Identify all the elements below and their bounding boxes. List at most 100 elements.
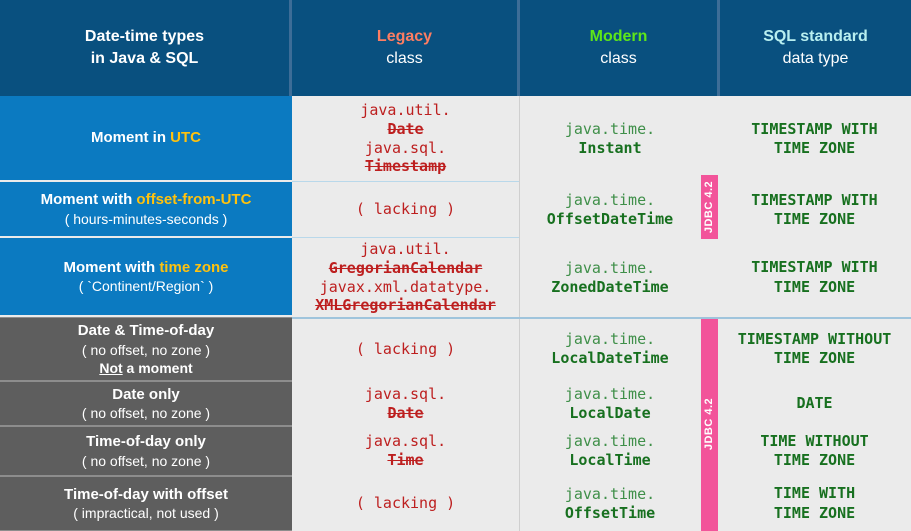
row-label-title: Moment in UTC [91, 128, 201, 148]
table-header-row: Date-time types in Java & SQL Legacy cla… [0, 0, 911, 96]
modern-class: LocalTime [569, 451, 651, 469]
row-label-title: Date & Time-of-day [77, 322, 215, 340]
legacy-package: java.util. [360, 101, 451, 119]
legacy-cell-time-offset: ( lacking ) [292, 476, 519, 531]
modern-cell-time-offset: java.time. OffsetTime [520, 476, 700, 531]
modern-cell-moment-offset: java.time. OffsetDateTime [520, 182, 700, 238]
row-label-sub: ( no offset, no zone ) [81, 341, 211, 358]
sql-type: TIMESTAMP WITH TIME ZONE [751, 258, 878, 296]
modern-package: java.time. [564, 258, 656, 277]
modern-class: OffsetDateTime [546, 210, 674, 228]
sql-type: TIME WITH TIME ZONE [773, 484, 856, 522]
header-modern-sub: class [600, 50, 637, 67]
sql-type: TIMESTAMP WITH TIME ZONE [751, 119, 878, 158]
row-label-highlight: offset-from-UTC [136, 191, 252, 209]
legacy-cell-time-only: java.sql. Time [292, 426, 519, 476]
modern-cell-moment-zone: java.time. ZonedDateTime [520, 238, 700, 317]
row-label-date-only: Date only ( no offset, no zone ) [0, 381, 292, 426]
header-sql-title: SQL standard [763, 28, 868, 46]
row-label-not-a-moment: Not a moment [99, 359, 192, 377]
jdbc-badge-upper: JDBC 4.2 [701, 175, 718, 239]
legacy-lacking: ( lacking ) [355, 339, 456, 358]
modern-package: java.time. [564, 330, 656, 349]
jdbc-badge-lower: JDBC 4.2 [701, 317, 718, 531]
header-modern-title: Modern [589, 28, 648, 46]
modern-cell-datetime: java.time. LocalDateTime [520, 317, 700, 381]
modern-cell-date-only: java.time. LocalDate [520, 381, 700, 426]
row-label-title: Moment with time zone [63, 258, 228, 278]
modern-class: Instant [578, 139, 642, 157]
header-cell-sql: SQL standard data type [720, 0, 911, 96]
group-divider [292, 317, 911, 319]
row-label-main: Moment in [91, 129, 171, 147]
row-label-highlight: time zone [159, 258, 229, 276]
legacy-cell-date-only: java.sql. Date [292, 381, 519, 426]
modern-cell-moment-utc: java.time. Instant [520, 96, 700, 182]
row-label-moment-zone: Moment with time zone ( `Continent/Regio… [0, 238, 292, 317]
modern-class: OffsetTime [564, 503, 656, 522]
row-label-sub: ( no offset, no zone ) [81, 452, 211, 469]
sql-cell-datetime: TIMESTAMP WITHOUT TIME ZONE [718, 317, 911, 381]
row-label-time-offset: Time-of-day with offset ( impractical, n… [0, 476, 292, 531]
jdbc-badge-upper-label: JDBC 4.2 [703, 180, 716, 234]
modern-class: LocalDateTime [551, 349, 669, 367]
sql-type: TIMESTAMP WITHOUT TIME ZONE [737, 329, 892, 368]
header-topic-line1: Date-time types [84, 28, 205, 46]
row-label-title: Time-of-day only [86, 433, 206, 451]
modern-package: java.time. [564, 120, 656, 139]
header-cell-topic: Date-time types in Java & SQL [0, 0, 292, 96]
header-sql-sub: data type [782, 50, 849, 67]
row-label-datetime: Date & Time-of-day ( no offset, no zone … [0, 317, 292, 381]
row-label-highlight: UTC [170, 129, 201, 147]
legacy-cell-moment-zone: java.util. GregorianCalendar javax.xml.d… [292, 238, 519, 317]
modern-class: ZonedDateTime [551, 277, 669, 296]
sql-cell-moment-utc: TIMESTAMP WITH TIME ZONE [718, 96, 911, 182]
legacy-class: Timestamp [364, 157, 447, 176]
modern-package: java.time. [564, 484, 656, 503]
legacy-package: javax.xml.datatype. [319, 277, 492, 296]
sql-cell-moment-zone: TIMESTAMP WITH TIME ZONE [718, 238, 911, 317]
legacy-class: Time [387, 451, 424, 469]
legacy-class: XMLGregorianCalendar [315, 296, 496, 315]
modern-package: java.time. [564, 384, 656, 403]
sql-type: TIME WITHOUT TIME ZONE [760, 431, 869, 470]
modern-class: LocalDate [569, 403, 651, 422]
sql-cell-date-only: DATE [718, 381, 911, 426]
legacy-cell-moment-offset: ( lacking ) [292, 182, 519, 238]
sql-type: DATE [796, 393, 833, 412]
sql-type: TIMESTAMP WITH TIME ZONE [751, 190, 878, 229]
row-label-main: Moment with [40, 191, 137, 209]
sql-standard-column: TIMESTAMP WITH TIME ZONE TIMESTAMP WITH … [718, 96, 911, 531]
row-label-sub: ( `Continent/Region` ) [78, 278, 214, 295]
row-label-not: Not [99, 359, 123, 376]
header-cell-legacy: Legacy class [292, 0, 520, 96]
table-body: Moment in UTC Moment with offset-from-UT… [0, 96, 911, 531]
legacy-class-column: java.util. Date java.sql. Timestamp ( la… [292, 96, 520, 531]
header-legacy-sub: class [386, 50, 423, 67]
row-label-title: Time-of-day with offset [64, 485, 228, 503]
legacy-lacking: ( lacking ) [355, 200, 456, 219]
row-label-sub: ( impractical, not used ) [73, 505, 219, 522]
legacy-package: java.sql. [364, 432, 447, 451]
header-cell-modern: Modern class [520, 0, 720, 96]
row-label-sub: ( hours-minutes-seconds ) [64, 210, 228, 227]
modern-class-column: java.time. Instant java.time. OffsetDate… [520, 96, 700, 531]
header-legacy-title: Legacy [376, 28, 433, 46]
row-label-time-only: Time-of-day only ( no offset, no zone ) [0, 426, 292, 476]
legacy-class: Date [387, 403, 424, 422]
modern-cell-time-only: java.time. LocalTime [520, 426, 700, 476]
legacy-package: java.sql. [364, 384, 447, 403]
row-label-a-moment: a moment [122, 359, 193, 376]
jdbc-badge-lower-label: JDBC 4.2 [703, 397, 716, 451]
legacy-class: GregorianCalendar [328, 258, 483, 277]
category-label-column: Moment in UTC Moment with offset-from-UT… [0, 96, 292, 531]
row-label-moment-utc: Moment in UTC [0, 96, 292, 182]
legacy-class: Date [387, 119, 424, 138]
modern-package: java.time. [564, 191, 656, 210]
row-label-title: Date only [112, 385, 180, 403]
row-label-title: Moment with offset-from-UTC [41, 190, 252, 210]
legacy-cell-datetime: ( lacking ) [292, 317, 519, 381]
modern-package: java.time. [564, 432, 656, 451]
row-label-moment-offset: Moment with offset-from-UTC ( hours-minu… [0, 182, 292, 238]
